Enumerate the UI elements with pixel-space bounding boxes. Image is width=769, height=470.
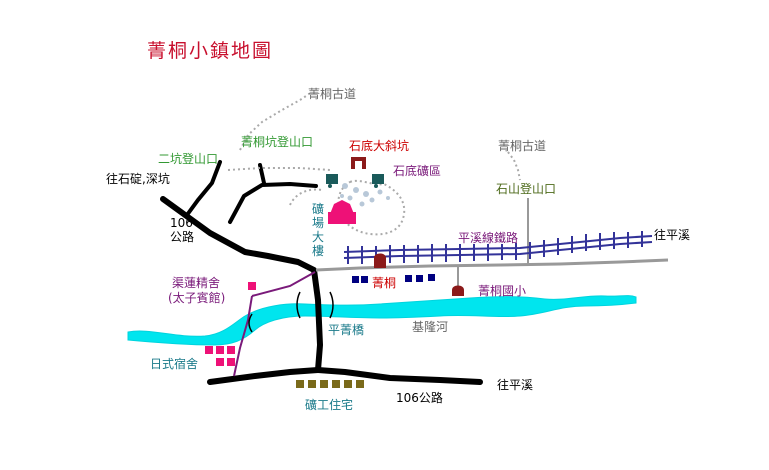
mine-building-icon [351, 157, 366, 169]
trails [227, 91, 521, 236]
mine-rubble [340, 183, 390, 207]
label-road-106-left-2: 公路 [170, 230, 195, 244]
dorm-icon [205, 346, 235, 366]
label-prince-hotel: (太子賓館) [168, 291, 226, 305]
label-shidi-dashaokeng: 石底大斜坑 [349, 139, 410, 153]
label-to-pingxi-top[interactable]: 往平溪 [654, 228, 691, 242]
label-qulian-jingshe: 渠蓮精舍 [172, 276, 221, 290]
label-to-pingxi-bottom[interactable]: 往平溪 [497, 378, 534, 392]
label-road-106-left: 106 [170, 216, 193, 230]
label-keelung-river: 基隆河 [412, 320, 449, 334]
road-qulian-purple [251, 271, 316, 297]
map-title: 菁桐小鎮地圖 [147, 40, 274, 62]
mine-office-building-icon [328, 200, 356, 224]
label-road-106-bottom: 106公路 [396, 391, 443, 405]
mine-cart-icon [326, 174, 384, 188]
road-east-gray [315, 258, 669, 272]
road-to-mine [228, 182, 318, 224]
label-miner-housing: 礦工住宅 [305, 398, 354, 412]
road-106-main [160, 196, 483, 385]
label-jingtong-station: 菁桐 [372, 276, 397, 290]
road-to-shiding [185, 160, 222, 217]
keelung-river [127, 295, 637, 346]
label-jingtong-elementary: 菁桐國小 [478, 284, 527, 298]
label-pingxi-railway: 平溪線鐵路 [458, 231, 519, 245]
station-buildings [352, 274, 435, 283]
label-jingtongkeng-trailhead: 菁桐坑登山口 [241, 135, 314, 149]
bridge-brackets [248, 291, 334, 333]
label-shishan-trailhead: 石山登山口 [496, 182, 557, 196]
label-to-shiding-shenkeng[interactable]: 往石碇,深坑 [106, 172, 170, 186]
label-jingtong-old-trail-right: 菁桐古道 [498, 139, 547, 153]
label-erkeng-trailhead: 二坑登山口 [158, 152, 219, 166]
house-icon [296, 380, 364, 388]
road-dorm-purple [233, 295, 253, 377]
pingxi-railway [343, 231, 653, 264]
label-shidi-mine: 石底礦區 [393, 164, 442, 178]
label-jingtong-old-trail-top: 菁桐古道 [308, 87, 357, 101]
label-pingjing-bridge: 平菁橋 [328, 323, 365, 337]
qulian-jingshe-house-icon [248, 282, 256, 290]
station-icon [374, 253, 386, 268]
road-106-branch-southwest [207, 367, 321, 385]
label-japanese-dorm: 日式宿舍 [150, 357, 199, 371]
school-icon [452, 285, 464, 296]
label-mine-building: 礦場大樓 [312, 202, 325, 258]
road-to-jingtongkeng [258, 163, 266, 185]
